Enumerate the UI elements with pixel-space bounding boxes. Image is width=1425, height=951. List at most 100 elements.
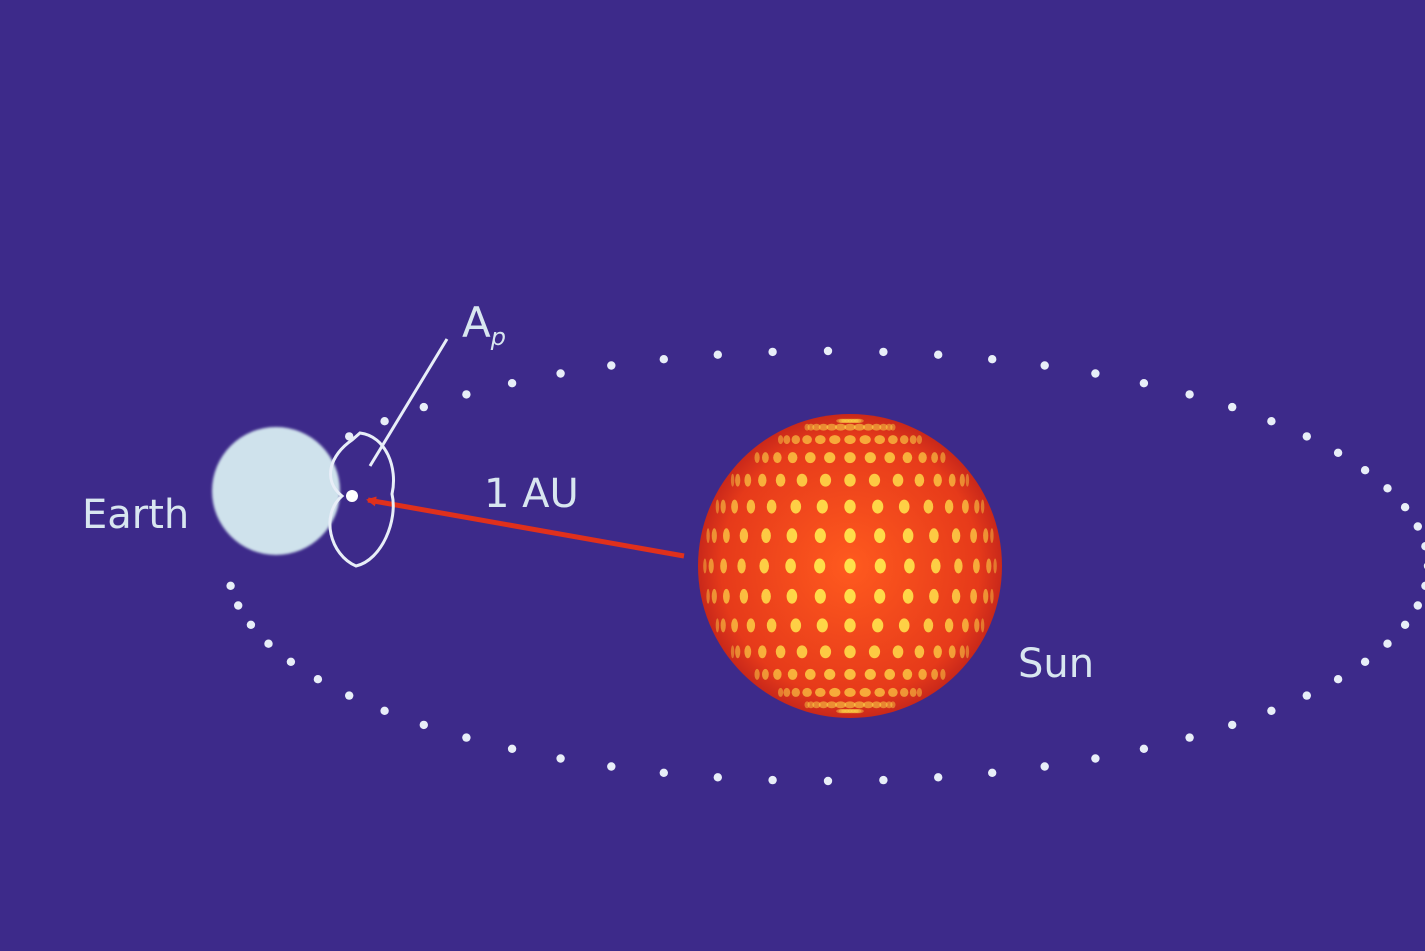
sun-spot: [940, 452, 946, 464]
orbit-dot: [313, 675, 323, 684]
sun-spot: [970, 588, 977, 604]
sun-spot: [931, 558, 941, 574]
sun-spot: [739, 528, 749, 544]
orbit-path: [226, 346, 1425, 786]
sun-spot: [819, 645, 832, 659]
orbit-dot: [988, 355, 997, 364]
sun-spot: [844, 499, 856, 514]
lagrange-pointer-line: [368, 338, 449, 467]
sun-spot: [739, 588, 749, 604]
sun-spot: [836, 418, 846, 423]
sun-spot: [944, 499, 954, 514]
sun-spot: [816, 618, 828, 633]
halo-orbit: [328, 431, 395, 568]
sun-spot: [790, 499, 802, 514]
sun-spot: [872, 618, 884, 633]
sun-spot: [929, 588, 939, 604]
sun-spot: [775, 473, 786, 487]
sun-spot: [871, 423, 882, 431]
sun-spot: [746, 618, 756, 633]
orbit-dot: [264, 639, 273, 648]
sun-spot: [990, 588, 994, 604]
sun-spot: [766, 618, 777, 633]
orbit-dot: [1383, 484, 1392, 493]
sun-spot: [773, 452, 782, 464]
sun-spot: [868, 473, 881, 487]
sun-spot: [791, 687, 800, 697]
sun-spot: [818, 701, 829, 709]
sun-spot: [898, 499, 910, 514]
sun-spot: [838, 418, 850, 423]
sun-spot: [836, 709, 846, 714]
orbit-dot: [659, 768, 668, 777]
sun-spot: [923, 499, 934, 514]
sun-spot: [871, 701, 882, 709]
sun-spot: [900, 435, 909, 445]
lagrange-label: Ap: [462, 298, 506, 351]
sun-spot: [874, 588, 886, 604]
sun-spot: [864, 668, 876, 680]
sun-spot: [844, 418, 856, 423]
sun-spot: [850, 709, 862, 714]
sun-spot: [974, 499, 980, 514]
sun-spot: [715, 618, 720, 633]
sun-spot: [744, 645, 752, 659]
orbit-dot: [1091, 754, 1100, 763]
sun-spot: [980, 499, 985, 514]
orbit-dot: [1400, 620, 1410, 629]
sun-spot: [890, 701, 896, 709]
sun-spot: [804, 701, 810, 709]
sun-spot: [973, 558, 980, 574]
sun-spot: [859, 687, 871, 697]
sun-spot: [909, 435, 917, 445]
sun-spot: [879, 423, 888, 431]
sun-spot: [731, 499, 738, 514]
sun-spot: [974, 618, 980, 633]
sun-spot: [863, 701, 874, 709]
sun-spot: [872, 499, 884, 514]
orbit-dot: [1228, 720, 1237, 730]
sun-spot: [874, 558, 886, 574]
sun-spot: [783, 435, 791, 445]
sun-spot: [863, 423, 874, 431]
orbit-dot: [768, 775, 777, 785]
sun-spot: [815, 435, 826, 445]
sun-spot: [990, 528, 994, 544]
orbit-dot: [1400, 503, 1410, 512]
orbit-dot: [823, 346, 833, 356]
sun-spot: [885, 423, 893, 431]
sun-spot: [918, 452, 927, 464]
sun-spot: [723, 528, 730, 544]
sun-spot: [835, 423, 847, 431]
sun-spot: [815, 687, 826, 697]
orbit-dot: [1139, 379, 1149, 388]
sun-spot: [791, 435, 800, 445]
sun-spot: [778, 435, 784, 445]
orbit-dot: [1413, 601, 1423, 610]
sun-spot: [783, 687, 791, 697]
sun-spot: [826, 701, 837, 709]
sun-spot: [904, 558, 915, 574]
sun-spot: [929, 528, 939, 544]
sun-spot: [814, 558, 826, 574]
orbit-dot: [345, 691, 354, 700]
sun-spot: [902, 452, 913, 464]
sun-spot: [802, 687, 812, 697]
orbit-dot: [879, 775, 888, 785]
sun-spot: [923, 618, 934, 633]
sun-spot: [807, 701, 815, 709]
sun-spot: [844, 709, 856, 714]
orbit-dot: [1421, 581, 1425, 590]
sun-spot: [983, 588, 989, 604]
sun-spot: [844, 618, 856, 633]
orbit-dot: [1185, 390, 1194, 399]
sun-spot: [844, 701, 856, 709]
orbit-dot: [556, 754, 565, 763]
sun-spot: [804, 423, 810, 431]
orbit-dot: [462, 390, 471, 399]
sun-spot: [761, 528, 771, 544]
sun-spot: [986, 558, 992, 574]
sun-spot: [844, 435, 856, 445]
orbit-dot: [507, 744, 517, 753]
